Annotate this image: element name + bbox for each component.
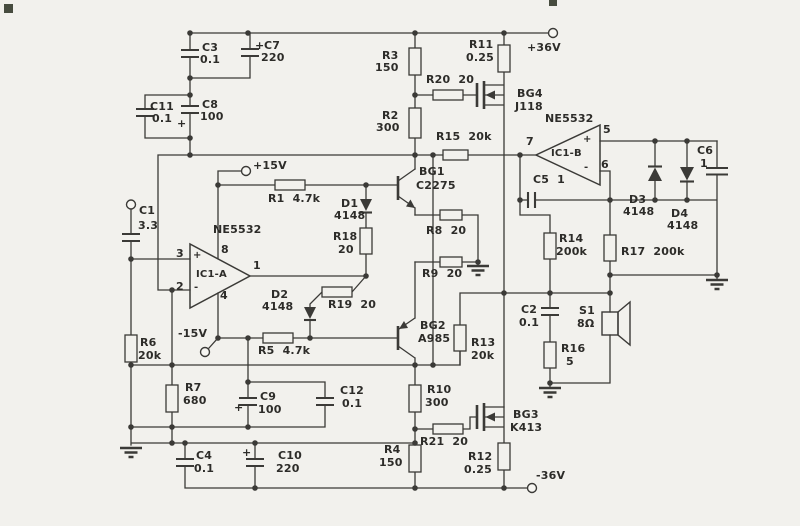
minus15v-terminal [199,346,211,358]
resistor-r17 [603,234,617,262]
resistors [124,44,617,473]
capacitor-c1 [122,232,140,243]
resistor-r2 [408,107,422,139]
scan-artifact [4,4,13,13]
resistor-r3 [408,47,422,76]
ground-icon [467,264,489,277]
transistors [396,81,495,431]
opamp-ic1a-triangle [189,242,252,310]
plus36v-terminal [547,27,559,39]
capacitor-c7 [241,47,259,58]
resistor-r13 [453,324,467,352]
resistor-r5 [262,332,294,344]
capacitors [122,47,728,468]
diode-d1 [360,199,372,214]
capacitor-c4 [176,457,194,468]
capacitor-c5 [526,192,537,208]
capacitor-c2 [541,306,559,317]
scan-artifact [549,0,557,6]
resistor-r19 [321,286,353,298]
capacitor-c12 [316,396,334,407]
opamp-ic1b-triangle [534,123,601,187]
capacitor-c6 [706,166,728,176]
ground-icon [706,278,728,291]
capacitor-c10 [246,457,264,468]
transistor-bg3-mosfet [475,403,495,431]
terminals [125,27,559,494]
ground-icon [539,386,561,399]
resistor-r10 [408,384,422,413]
opamps [189,123,601,310]
wire-network [130,32,718,489]
diodes [304,165,694,322]
resistor-r4 [408,444,422,473]
resistor-r12 [497,442,511,471]
speaker-icon [601,300,631,347]
diode-d2 [304,307,316,322]
resistor-r18 [359,227,373,255]
diode-d4 [680,167,694,183]
transistor-bg1-npn [396,176,415,208]
ground-symbols [120,264,728,459]
plus15v-terminal [240,165,252,177]
transistor-bg4-mosfet [475,81,495,109]
capacitor-c3 [181,48,199,59]
resistor-r14 [543,232,557,260]
resistor-r6 [124,334,138,363]
scan-artifacts [4,0,557,13]
capacitor-c9 [239,396,257,407]
transistor-bg2-pnp [396,321,408,350]
resistor-r1 [274,179,306,191]
resistor-r7 [165,384,179,413]
input-terminal [125,199,137,210]
resistor-r16 [543,341,557,369]
capacitor-c8 [181,104,199,115]
diode-d3 [648,165,662,181]
resistor-r20 [432,89,464,101]
minus36v-terminal [526,482,538,494]
resistor-r21 [432,423,464,435]
junction-dots [128,30,720,491]
ground-icon [120,446,142,459]
resistor-r15 [442,149,469,161]
capacitor-c11 [136,107,154,118]
resistor-r8 [439,209,463,221]
resistor-r9 [439,256,463,268]
resistor-r11 [497,44,511,73]
